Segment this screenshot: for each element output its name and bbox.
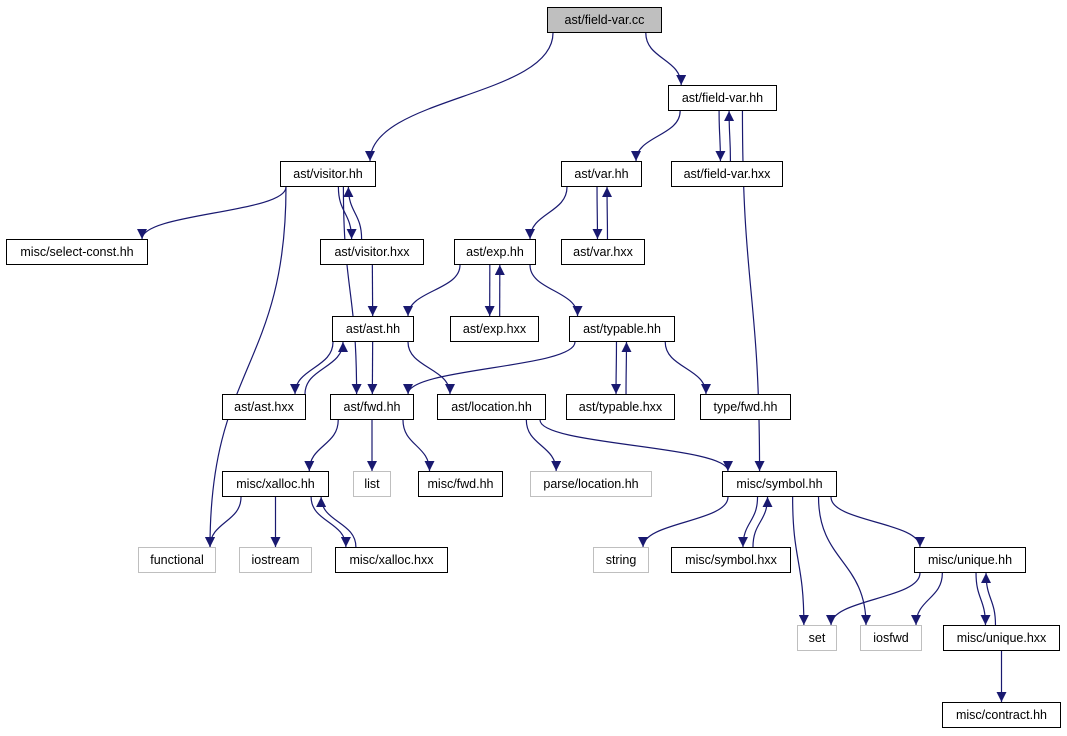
node-iostream[interactable]: iostream [239,547,312,573]
node-ast-location-hh[interactable]: ast/location.hh [437,394,546,420]
node-ast-ast-hxx[interactable]: ast/ast.hxx [222,394,306,420]
node-ast-var-hxx[interactable]: ast/var.hxx [561,239,645,265]
edge-exp_hh-to-ast_hh [403,264,461,317]
edge-fwd_hh-to-misc_fwd [402,419,435,472]
node-misc-xalloc-hh[interactable]: misc/xalloc.hh [222,471,329,497]
edge-visitor_hxx-to-visitor_hh [343,186,363,240]
edge-location_hh-to-parse_location [525,419,562,472]
edge-symbol_hh-to-set [792,496,809,626]
edge-field_var_hxx-to-field_var_hh [724,110,735,162]
node-ast-field-var-hh[interactable]: ast/field-var.hh [668,85,777,111]
edge-field_var_hh-to-var_hh [631,110,681,162]
edge-unique_hh-to-iosfwd [911,572,943,626]
node-type-fwd-hh[interactable]: type/fwd.hh [700,394,791,420]
edge-unique_hxx-to-unique_hh [981,572,997,626]
node-ast-typable-hh[interactable]: ast/typable.hh [569,316,675,342]
node-ast-fwd-hh[interactable]: ast/fwd.hh [330,394,414,420]
node-misc-symbol-hh[interactable]: misc/symbol.hh [722,471,837,497]
edge-symbol_hh-to-symbol_hxx [737,496,759,548]
node-misc-fwd-hh[interactable]: misc/fwd.hh [418,471,503,497]
edge-visitor_hh-to-fwd_hh [342,186,362,395]
node-ast-exp-hxx[interactable]: ast/exp.hxx [450,316,539,342]
edge-typable_hh-to-type_fwd [664,341,711,395]
node-misc-unique-hh[interactable]: misc/unique.hh [914,547,1026,573]
edge-xalloc_hh-to-functional [205,496,242,548]
node-functional[interactable]: functional [138,547,216,573]
edge-visitor_hh-to-functional [205,186,287,548]
node-misc-select-const-hh[interactable]: misc/select-const.hh [6,239,148,265]
edge-var_hh-to-exp_hh [525,186,568,240]
edge-ast_hh-to-location_hh [407,341,456,395]
edge-visitor_hh-to-visitor_hxx [337,186,357,240]
edge-symbol_hh-to-unique_hh [830,496,925,548]
node-misc-xalloc-hxx[interactable]: misc/xalloc.hxx [335,547,448,573]
node-ast-field-var-hxx[interactable]: ast/field-var.hxx [671,161,783,187]
edge-xalloc_hh-to-xalloc_hxx [310,496,351,548]
edge-ast_hh-to-ast_hxx [290,341,334,395]
edge-location_hh-to-symbol_hh [539,419,733,472]
node-misc-symbol-hxx[interactable]: misc/symbol.hxx [671,547,791,573]
node-ast-visitor-hxx[interactable]: ast/visitor.hxx [320,239,424,265]
node-ast-exp-hh[interactable]: ast/exp.hh [454,239,536,265]
node-ast-ast-hh[interactable]: ast/ast.hh [332,316,414,342]
edge-exp_hh-to-typable_hh [529,264,583,317]
edge-unique_hh-to-set [826,572,921,626]
edge-visitor_hh-to-select_const [137,186,287,240]
edge-xalloc_hxx-to-xalloc_hh [316,496,357,548]
node-ast-visitor-hh[interactable]: ast/visitor.hh [280,161,376,187]
edge-layer [137,32,1007,702]
edge-typable_hh-to-fwd_hh [403,341,576,395]
edge-field_var_cc-to-visitor_hh [365,32,554,162]
edge-unique_hh-to-unique_hxx [975,572,991,626]
node-ast-typable-hxx[interactable]: ast/typable.hxx [566,394,675,420]
edge-field_var_hh-to-field_var_hxx [715,110,726,162]
edge-symbol_hh-to-iosfwd [817,496,871,626]
edge-ast_hxx-to-ast_hh [304,341,348,395]
node-set[interactable]: set [797,625,837,651]
node-ast-var-hh[interactable]: ast/var.hh [561,161,642,187]
node-string[interactable]: string [593,547,649,573]
node-misc-unique-hxx[interactable]: misc/unique.hxx [943,625,1060,651]
edge-symbol_hh-to-string [638,496,729,548]
node-iosfwd[interactable]: iosfwd [860,625,922,651]
node-list[interactable]: list [353,471,391,497]
node-ast-field-var-cc[interactable]: ast/field-var.cc [547,7,662,33]
edge-fwd_hh-to-xalloc_hh [304,419,339,472]
edge-field_var_cc-to-field_var_hh [645,32,687,86]
edge-symbol_hxx-to-symbol_hh [752,496,773,548]
node-misc-contract-hh[interactable]: misc/contract.hh [942,702,1061,728]
node-parse-location-hh[interactable]: parse/location.hh [530,471,652,497]
